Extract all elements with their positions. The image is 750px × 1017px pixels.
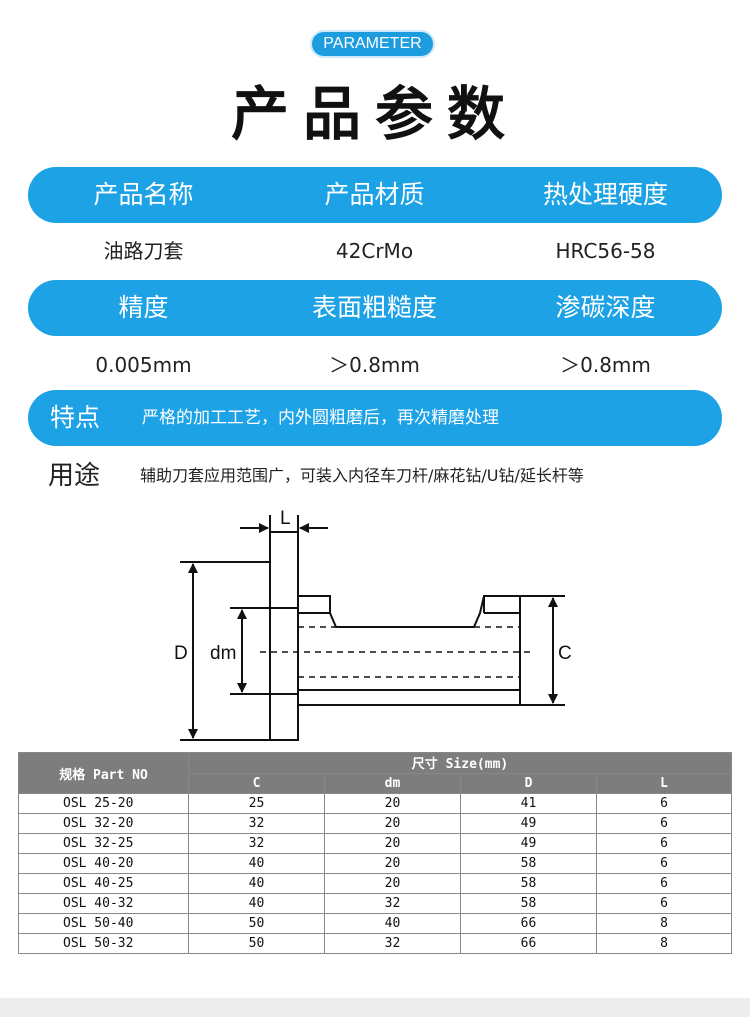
params-values-row-1: 油路刀套 42CrMo HRC56-58: [28, 229, 722, 273]
size-cell: 49: [460, 833, 597, 854]
size-cell: 32: [188, 813, 325, 834]
size-cell: 40: [188, 893, 325, 914]
label-dm: dm: [210, 643, 236, 664]
part-no-cell: OSL 40-20: [18, 853, 189, 874]
size-cell: 8: [595, 933, 733, 954]
column-header: D: [460, 772, 597, 794]
size-cell: 40: [188, 873, 325, 894]
header-part-no: 规格 Part NO: [18, 752, 189, 794]
column-header: C: [188, 772, 325, 794]
size-cell: 25: [188, 793, 325, 814]
part-no-cell: OSL 25-20: [18, 793, 189, 814]
size-cell: 20: [324, 853, 461, 874]
size-cell: 8: [595, 913, 733, 934]
size-cell: 20: [324, 873, 461, 894]
header-material: 产品材质: [324, 180, 425, 209]
part-no-cell: OSL 32-25: [18, 833, 189, 854]
feature-text: 严格的加工工艺，内外圆粗磨后，再次精磨处理: [142, 408, 499, 428]
size-cell: 66: [460, 913, 597, 934]
params-header-bar-1: 产品名称 产品材质 热处理硬度: [28, 167, 722, 223]
size-cell: 50: [188, 933, 325, 954]
label-C: C: [558, 643, 572, 664]
size-cell: 58: [460, 853, 597, 874]
part-no-cell: OSL 50-40: [18, 913, 189, 934]
size-cell: 6: [595, 893, 733, 914]
size-cell: 58: [460, 893, 597, 914]
size-cell: 20: [324, 813, 461, 834]
size-cell: 40: [324, 913, 461, 934]
parameter-badge: PARAMETER: [310, 30, 435, 58]
value-precision: 0.005mm: [95, 353, 192, 377]
size-cell: 66: [460, 933, 597, 954]
spec-table: 规格 Part NO 尺寸 Size(mm) C dm D L OSL 25-2…: [18, 752, 733, 954]
sleeve-outline: [269, 531, 521, 741]
feature-label: 特点: [50, 403, 101, 432]
size-cell: 6: [595, 853, 733, 874]
size-cell: 6: [595, 873, 733, 894]
header-carburizing-depth: 渗碳深度: [555, 293, 656, 322]
sleeve-dimension-diagram: L D dm C: [174, 508, 572, 741]
value-hardness: HRC56-58: [555, 239, 656, 263]
value-carburizing-depth: ＞0.8mm: [560, 353, 651, 377]
value-roughness: ＞0.8mm: [329, 353, 420, 377]
column-header: L: [595, 772, 733, 794]
usage-label: 用途: [48, 461, 101, 491]
size-cell: 6: [595, 813, 733, 834]
label-D: D: [174, 643, 188, 664]
part-no-cell: OSL 50-32: [18, 933, 189, 954]
params-values-row-2: 0.005mm ＞0.8mm ＞0.8mm: [28, 343, 722, 387]
label-L: L: [280, 508, 291, 529]
header-hardness: 热处理硬度: [542, 180, 668, 209]
centerline-and-bore: [260, 626, 530, 678]
part-no-cell: OSL 32-20: [18, 813, 189, 834]
value-product-name: 油路刀套: [103, 239, 184, 263]
size-cell: 6: [595, 793, 733, 814]
size-cell: 58: [460, 873, 597, 894]
size-cell: 20: [324, 833, 461, 854]
page-title: 产品参数: [230, 80, 519, 148]
size-cell: 40: [188, 853, 325, 874]
size-cell: 32: [188, 833, 325, 854]
header-roughness: 表面粗糙度: [311, 293, 437, 322]
size-cell: 49: [460, 813, 597, 834]
part-no-cell: OSL 40-25: [18, 873, 189, 894]
usage-text: 辅助刀套应用范围广，可装入内径车刀杆/麻花钻/U钻/延长杆等: [140, 466, 584, 485]
size-cell: 41: [460, 793, 597, 814]
column-header: dm: [324, 772, 461, 794]
dimension-lines: [180, 515, 565, 741]
size-cell: 50: [188, 913, 325, 934]
header-product-name: 产品名称: [93, 180, 194, 209]
header-precision: 精度: [118, 293, 169, 322]
size-cell: 32: [324, 893, 461, 914]
params-header-bar-2: 精度 表面粗糙度 渗碳深度: [28, 280, 722, 336]
feature-bar: 特点 严格的加工工艺，内外圆粗磨后，再次精磨处理: [28, 390, 722, 446]
value-material: 42CrMo: [335, 239, 414, 263]
footer-strip: [0, 998, 750, 1017]
part-no-cell: OSL 40-32: [18, 893, 189, 914]
header-size: 尺寸 Size(mm): [187, 752, 733, 774]
size-cell: 32: [324, 933, 461, 954]
size-cell: 20: [324, 793, 461, 814]
size-cell: 6: [595, 833, 733, 854]
